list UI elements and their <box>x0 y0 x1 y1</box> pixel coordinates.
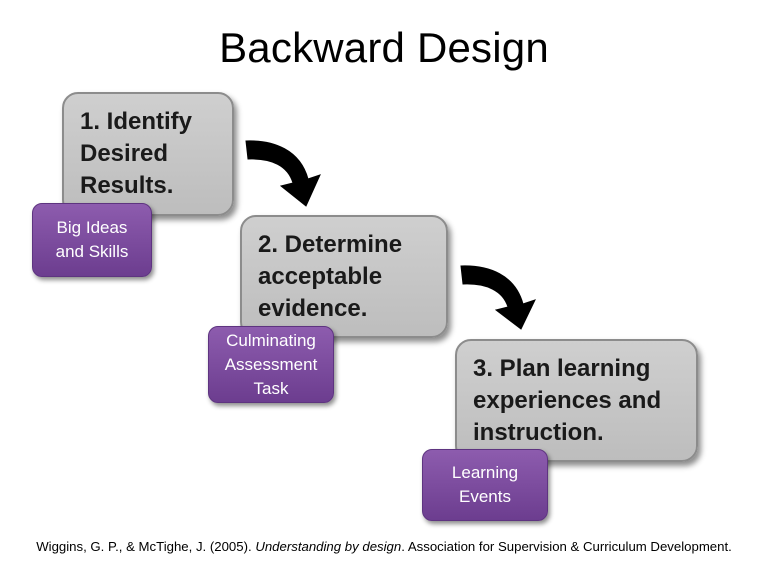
step-3-box: 3. Plan learning experiences and instruc… <box>455 339 698 462</box>
curved-arrow-icon <box>245 140 321 207</box>
citation-work: Understanding by design <box>255 539 402 554</box>
citation: Wiggins, G. P., & McTighe, J. (2005). Un… <box>0 538 768 556</box>
page-title: Backward Design <box>219 24 549 71</box>
citation-publisher: . Association for Supervision & Curricul… <box>401 539 732 554</box>
curved-arrow-icon <box>460 265 536 330</box>
citation-authors: Wiggins, G. P., & McTighe, J. (2005). <box>36 539 256 554</box>
tag-culminating-assessment: Culminating Assessment Task <box>208 326 334 403</box>
step-2-text: 2. Determine acceptable evidence. <box>258 231 403 322</box>
step-1-box: 1. Identify Desired Results. <box>62 92 234 216</box>
step-2-box: 2. Determine acceptable evidence. <box>240 215 448 338</box>
tag-learning-events: Learning Events <box>422 449 548 521</box>
tag-big-ideas: Big Ideas and Skills <box>32 203 152 277</box>
step-3-text: 3. Plan learning experiences and instruc… <box>473 355 662 446</box>
step-1-text: 1. Identify Desired Results. <box>80 108 193 199</box>
